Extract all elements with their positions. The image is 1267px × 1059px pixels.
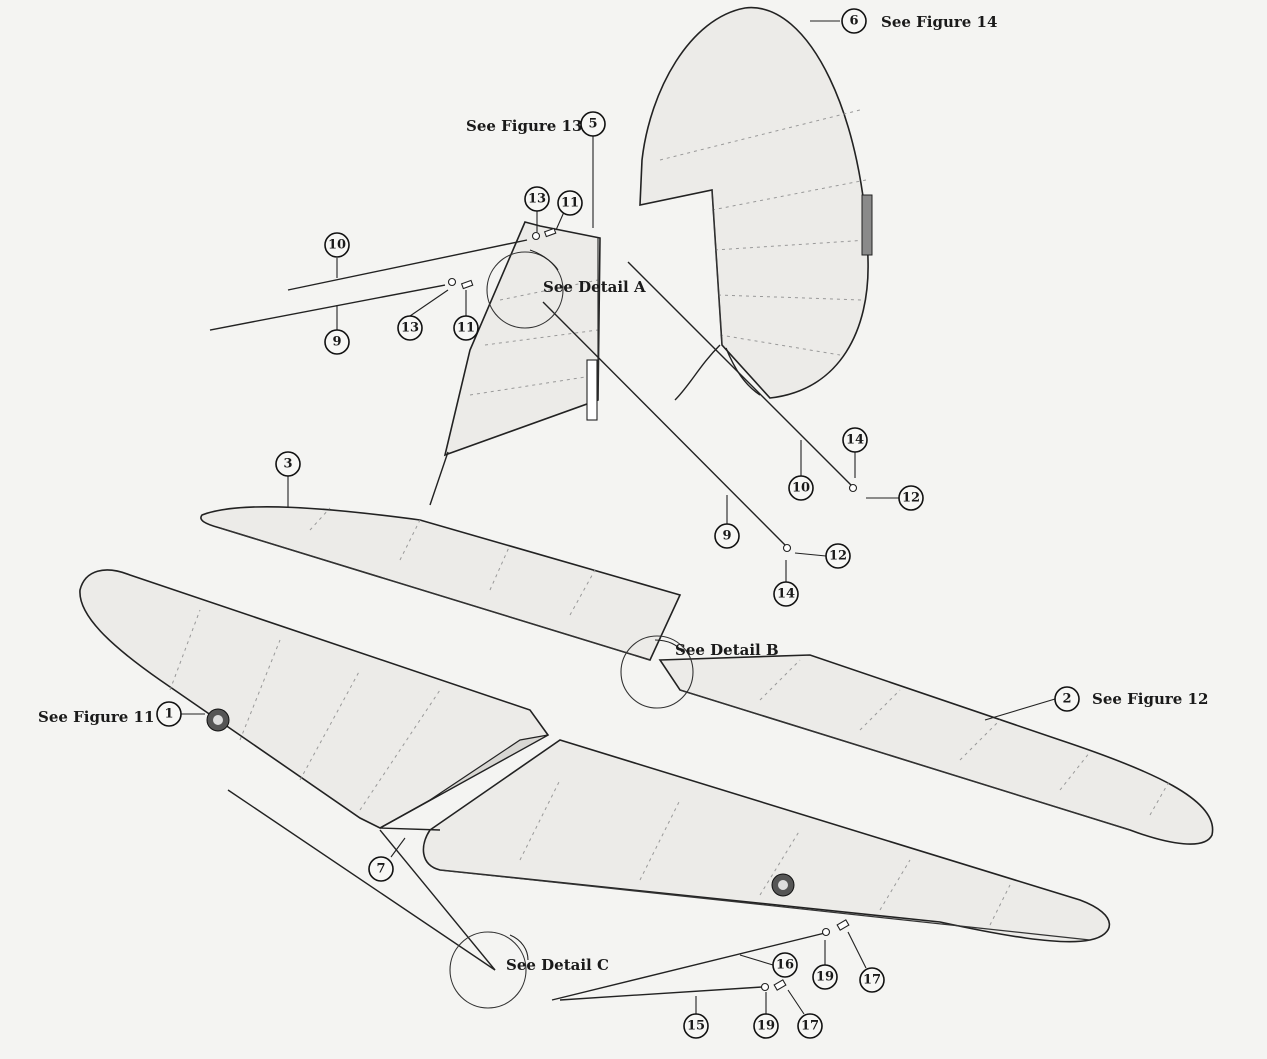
svg-text:14: 14 [777, 587, 795, 602]
callout-15: 15 [683, 1013, 709, 1039]
svg-text:16: 16 [776, 958, 794, 973]
svg-text:5: 5 [588, 117, 597, 132]
svg-text:11: 11 [561, 196, 579, 211]
callout-2: 2 [1054, 686, 1080, 712]
callout-19-top: 19 [812, 964, 838, 990]
callout-6: 6 [841, 8, 867, 34]
svg-text:19: 19 [816, 970, 834, 985]
ref-detail-c: See Detail C [506, 956, 609, 974]
svg-text:10: 10 [792, 481, 810, 496]
callout-3: 3 [275, 451, 301, 477]
wire-10-lower [627, 261, 857, 491]
callout-9-mid: 9 [714, 523, 740, 549]
svg-text:9: 9 [722, 529, 731, 544]
right-elevator [379, 739, 1111, 943]
svg-text:10: 10 [328, 238, 346, 253]
ref-figure-14: See Figure 14 [881, 13, 997, 31]
callout-17-bottom: 17 [797, 1013, 823, 1039]
callout-16: 16 [772, 952, 798, 978]
svg-text:1: 1 [164, 707, 173, 722]
ref-figure-12: See Figure 12 [1092, 690, 1208, 708]
callout-19-bottom: 19 [753, 1013, 779, 1039]
ref-figure-13: See Figure 13 [466, 117, 582, 135]
svg-text:12: 12 [829, 549, 847, 564]
detail-b-arrow [654, 639, 683, 653]
callout-12-mid: 12 [825, 543, 851, 569]
svg-text:17: 17 [863, 973, 881, 988]
detail-a-arrow [529, 249, 559, 271]
ref-figure-11: See Figure 11 [38, 708, 154, 726]
callout-9-top: 9 [324, 329, 350, 355]
callout-7: 7 [368, 856, 394, 882]
callout-14-mid: 14 [773, 581, 799, 607]
callout-11-mid: 11 [453, 315, 479, 341]
svg-text:3: 3 [283, 457, 292, 472]
wire-15 [559, 986, 763, 1001]
callout-12-right: 12 [898, 485, 924, 511]
wire-c-short [379, 829, 496, 971]
callout-14-right: 14 [842, 427, 868, 453]
svg-text:14: 14 [846, 433, 864, 448]
rudder [639, 6, 873, 401]
left-elevator [79, 569, 550, 829]
svg-text:12: 12 [902, 491, 920, 506]
svg-text:13: 13 [528, 192, 546, 207]
svg-text:13: 13 [401, 321, 419, 336]
detail-c-circle [449, 931, 527, 1009]
vertical-fin [429, 221, 601, 506]
ref-detail-b: See Detail B [675, 641, 779, 659]
callout-13-mid: 13 [397, 315, 423, 341]
wire-16 [551, 932, 826, 1001]
fittings [447, 227, 858, 992]
leader-lines [181, 20, 1056, 1015]
svg-text:7: 7 [376, 862, 385, 877]
detail-a-circle [486, 251, 564, 329]
wire-c-long [227, 789, 496, 971]
svg-text:17: 17 [801, 1019, 819, 1034]
callout-10-top: 10 [324, 232, 350, 258]
wire-9-lower [542, 301, 791, 551]
right-stabilizer [658, 654, 1214, 845]
svg-text:19: 19 [757, 1019, 775, 1034]
callout-11-top: 11 [557, 190, 583, 216]
svg-text:15: 15 [687, 1019, 705, 1034]
callout-13-top: 13 [524, 186, 550, 212]
ref-detail-a: See Detail A [543, 278, 646, 296]
svg-text:9: 9 [332, 335, 341, 350]
svg-text:6: 6 [849, 14, 858, 29]
callout-5: 5 [580, 111, 606, 137]
callout-17-top: 17 [859, 967, 885, 993]
detail-b-circle [620, 635, 694, 709]
callout-10-right: 10 [788, 475, 814, 501]
wire-10-upper [287, 239, 528, 291]
callout-1: 1 [156, 701, 182, 727]
left-stabilizer [200, 506, 682, 661]
wire-9-upper [209, 284, 446, 331]
detail-c-arrow [509, 934, 529, 961]
svg-text:2: 2 [1062, 692, 1071, 707]
brace-wires [209, 239, 857, 1001]
svg-text:11: 11 [457, 321, 475, 336]
